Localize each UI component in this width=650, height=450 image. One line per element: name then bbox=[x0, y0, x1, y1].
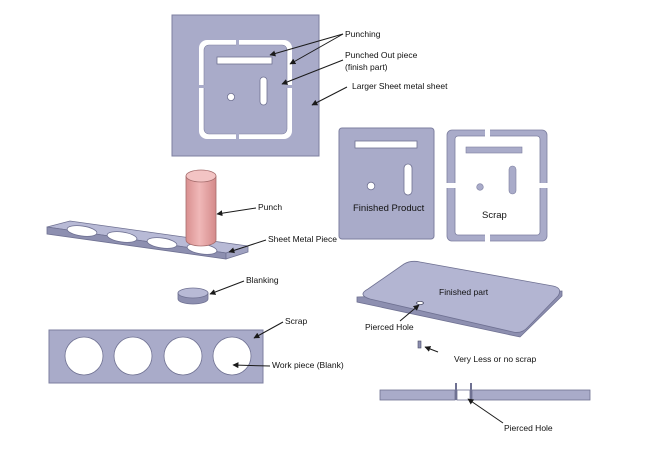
strip-blank-hole bbox=[212, 336, 252, 376]
label-finished-part: Finished part bbox=[439, 287, 489, 297]
work-piece-leader bbox=[232, 362, 271, 369]
label-work-piece: Work piece (Blank) bbox=[272, 360, 344, 370]
label-pierced-hole-section: Pierced Hole bbox=[504, 423, 553, 433]
bridge-tab bbox=[286, 85, 293, 88]
larger-sheet-group bbox=[171, 14, 320, 157]
larger-sheet-leader bbox=[311, 86, 348, 106]
cross-section-left bbox=[379, 389, 456, 401]
strip-hole bbox=[146, 237, 178, 249]
bore-wall bbox=[455, 383, 457, 400]
label-very-less-scrap: Very Less or no scrap bbox=[454, 354, 536, 364]
cross-section-group bbox=[379, 383, 591, 401]
label-blanking: Blanking bbox=[246, 275, 279, 285]
finished-part-plate-top bbox=[362, 260, 561, 333]
punch-leader bbox=[216, 207, 257, 217]
label-larger-sheet: Larger Sheet metal sheet bbox=[352, 81, 448, 91]
pierced-hole-section-bore bbox=[456, 389, 471, 401]
strip-blank-hole bbox=[163, 336, 203, 376]
bore-wall bbox=[470, 383, 472, 400]
slot-hole bbox=[354, 140, 418, 149]
round-hole bbox=[366, 181, 376, 191]
punched-piece-leader bbox=[281, 59, 344, 85]
strip-hole bbox=[106, 231, 138, 243]
sheet-metal-piece-leader bbox=[228, 239, 267, 254]
bridge-tab bbox=[198, 85, 205, 88]
label-pierced-hole-plate: Pierced Hole bbox=[365, 322, 414, 332]
punching-leader-1 bbox=[269, 33, 344, 57]
label-punched-out-piece: Punched Out piece bbox=[345, 50, 418, 60]
bridge-gap bbox=[539, 183, 549, 188]
label-finished-product: Finished Product bbox=[353, 203, 425, 214]
vertical-slot bbox=[403, 163, 413, 196]
tiny-slug bbox=[417, 340, 422, 349]
bridge-tab bbox=[236, 133, 239, 140]
label-sheet-metal-piece: Sheet Metal Piece bbox=[268, 234, 337, 244]
finished-product-group: Finished Product bbox=[338, 127, 435, 240]
pierced-hole-section-leader bbox=[467, 398, 504, 424]
scrap-frame-group: Scrap bbox=[445, 128, 549, 243]
cross-section-right bbox=[471, 389, 591, 401]
vertical-slot bbox=[259, 76, 268, 106]
bridge-gap bbox=[485, 234, 490, 243]
slot-slug bbox=[465, 146, 523, 154]
punched-out-piece bbox=[203, 44, 288, 135]
round-hole bbox=[226, 93, 235, 102]
slot-hole bbox=[216, 56, 273, 65]
pierced-hole-plate-leader bbox=[399, 304, 420, 322]
scrap-strip-leader bbox=[253, 321, 284, 339]
finished-product-plate bbox=[338, 127, 435, 240]
label-punch: Punch bbox=[258, 202, 282, 212]
punch-cylinder bbox=[185, 175, 217, 247]
strip-blank-hole bbox=[64, 336, 104, 376]
scrap-frame bbox=[446, 129, 548, 242]
pierced-hole-mark bbox=[416, 300, 424, 305]
punch-top-face bbox=[185, 169, 217, 183]
label-finish-part: (finish part) bbox=[345, 62, 388, 72]
strip-hole bbox=[66, 225, 98, 237]
strip-blank-hole bbox=[113, 336, 153, 376]
label-scrap-top: Scrap bbox=[482, 210, 507, 221]
blank-disc bbox=[177, 287, 209, 305]
vertical-slot-slug bbox=[508, 165, 517, 195]
bridge-gap bbox=[445, 183, 456, 188]
label-punching: Punching bbox=[345, 29, 381, 39]
bridge-tab bbox=[236, 39, 239, 46]
punching-leader-2 bbox=[289, 33, 344, 65]
punch-strip-group bbox=[46, 169, 249, 260]
very-less-scrap-leader bbox=[424, 346, 439, 353]
round-slug bbox=[476, 183, 484, 191]
finished-part-plate-group: Finished part bbox=[356, 260, 563, 338]
scrap-strip-group bbox=[48, 329, 264, 384]
label-scrap-strip: Scrap bbox=[285, 316, 307, 326]
bridge-gap bbox=[485, 128, 490, 137]
blanking-leader bbox=[209, 280, 245, 295]
